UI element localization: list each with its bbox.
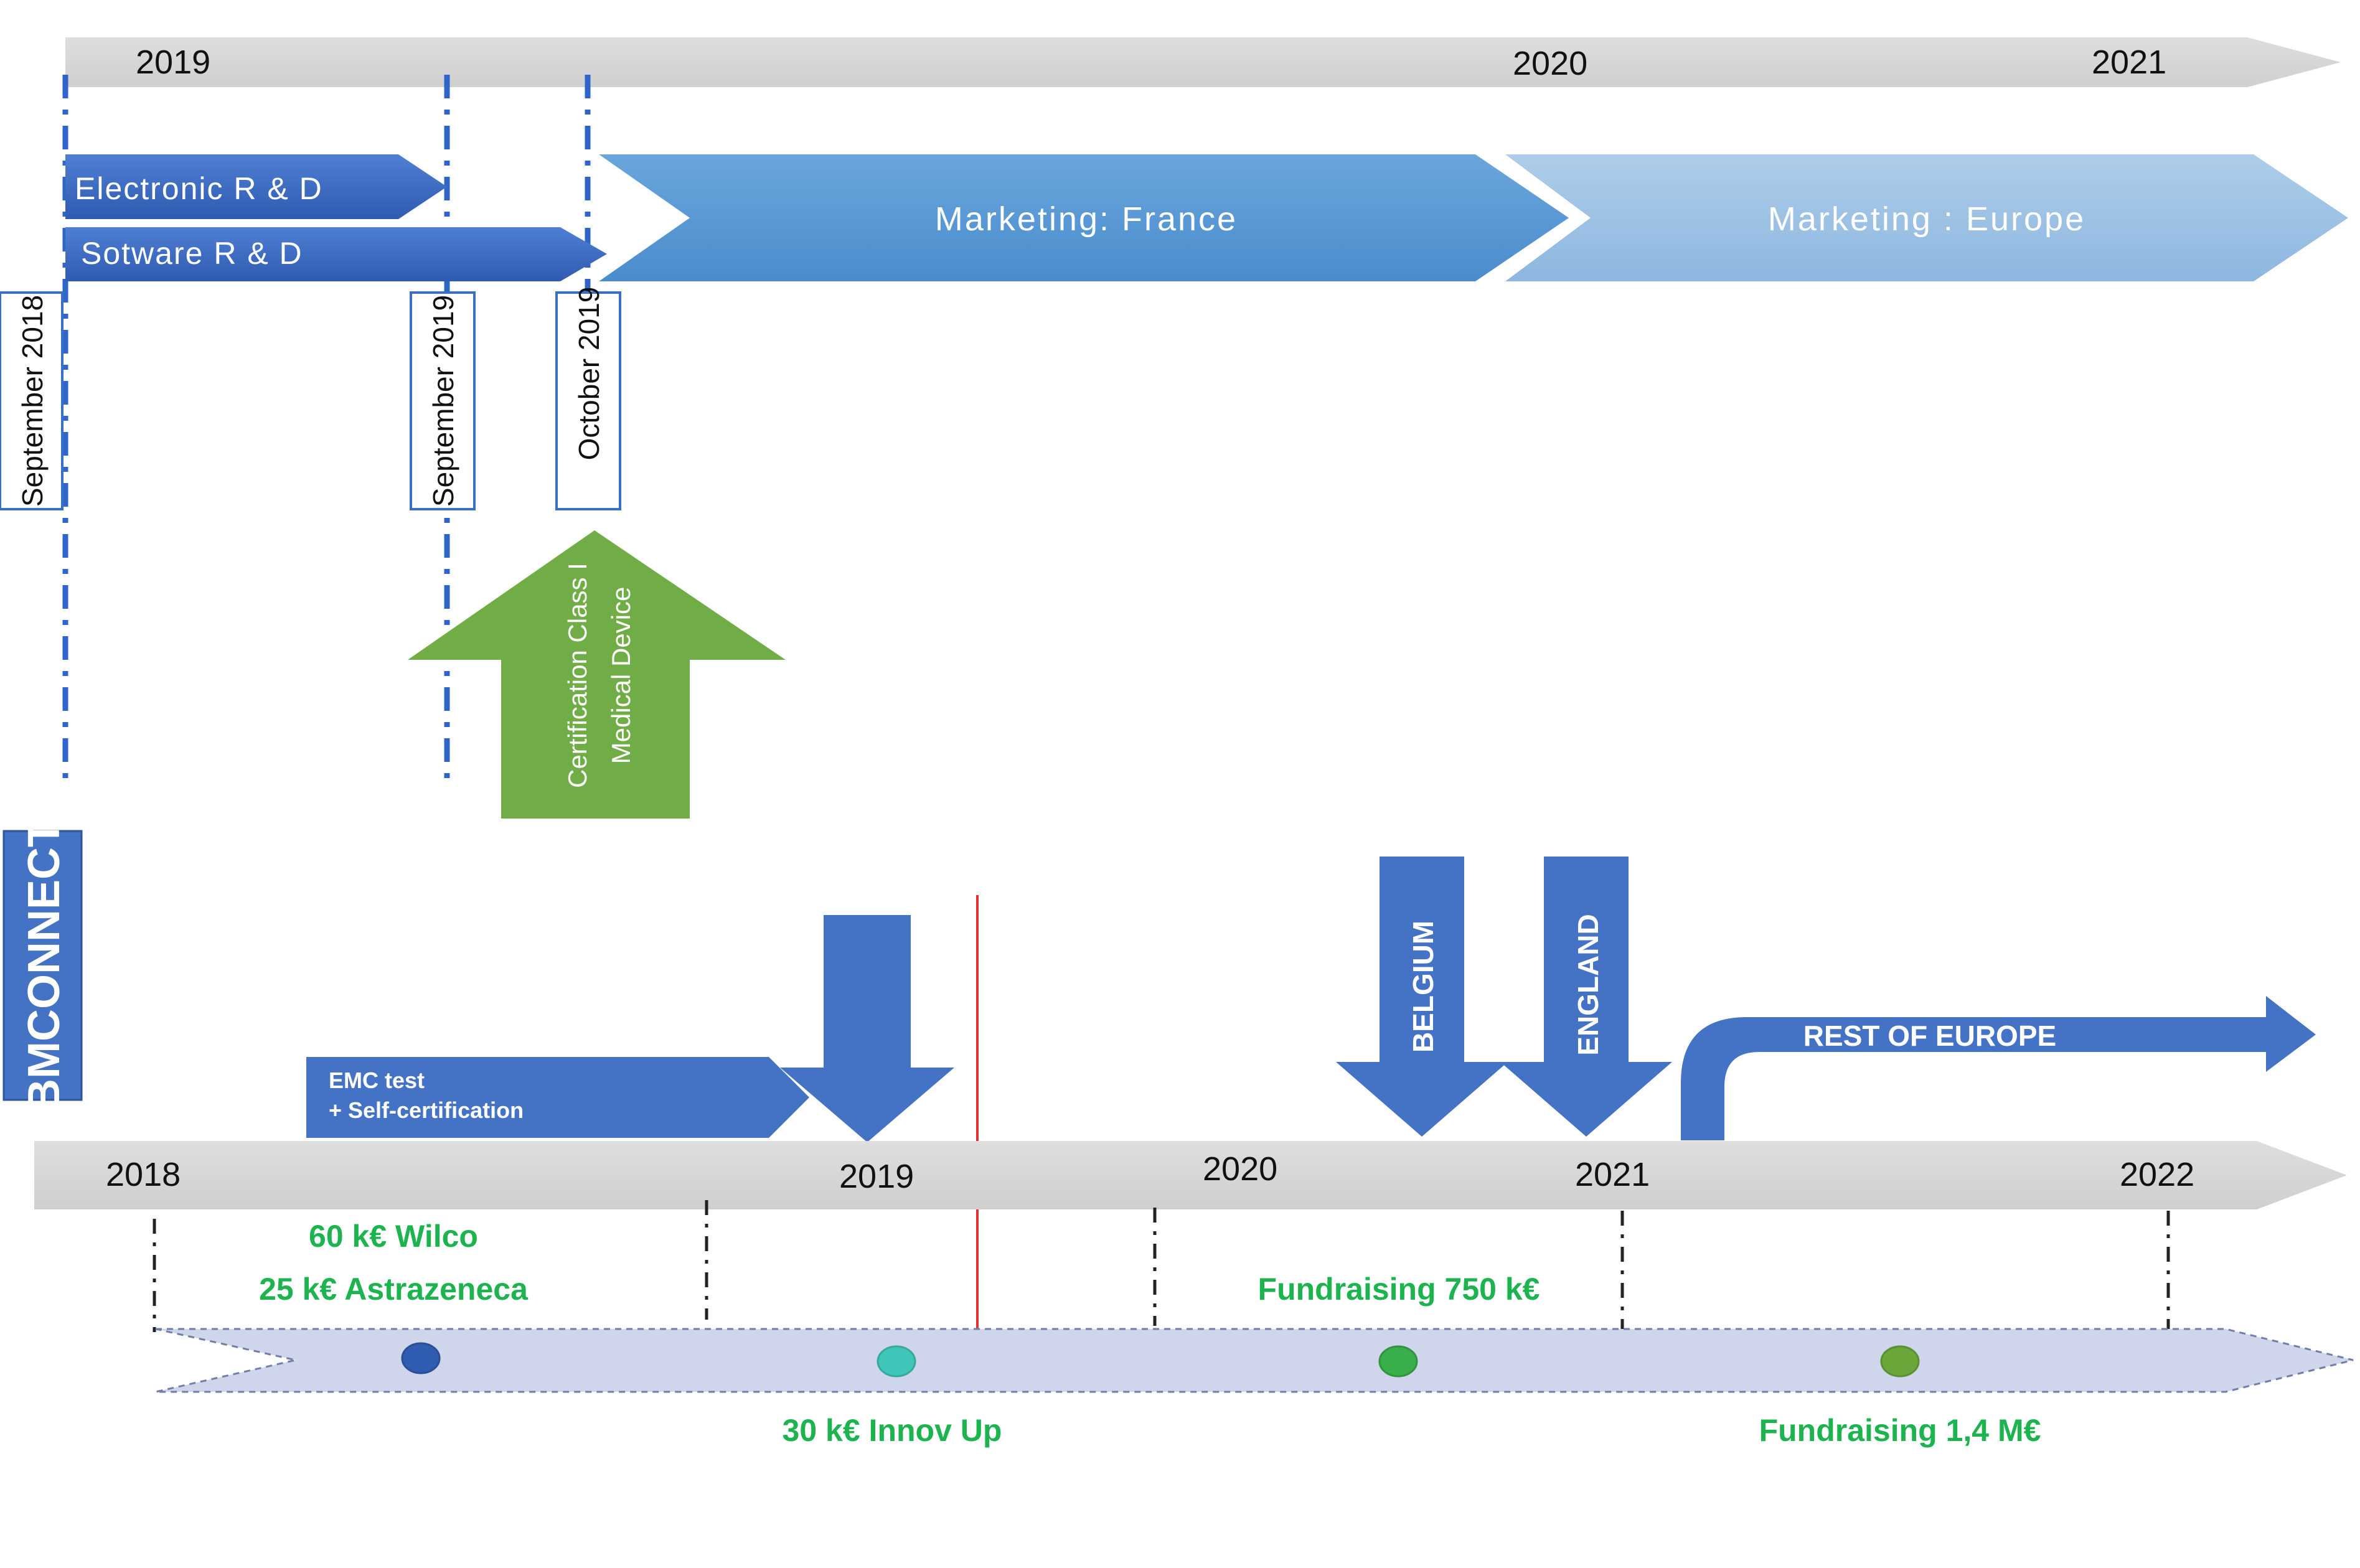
milestone-boxes: September 2018 September 2019 October 20… — [0, 287, 621, 510]
top-year-2020: 2020 — [1513, 45, 1587, 82]
funding-dots — [401, 1342, 1920, 1378]
marketing-france-label: Marketing: France — [935, 200, 1238, 238]
bottom-timeline-bar — [34, 1141, 2347, 1209]
brand-box: BMCONNECT — [2, 820, 83, 1111]
england-label: ENGLAND — [1572, 914, 1604, 1055]
funding-label-wilco: 60 k€ Wilco — [309, 1219, 478, 1254]
bottom-year-2020: 2020 — [1203, 1150, 1277, 1188]
certification-label-line2: Medical Device — [606, 587, 636, 764]
england-arrow — [1500, 857, 1672, 1137]
emc-label-line1: EMC test — [329, 1068, 425, 1093]
funding-label-astrazeneca: 25 k€ Astrazeneca — [259, 1272, 529, 1307]
bottom-year-2019: 2019 — [839, 1158, 914, 1195]
top-year-2021: 2021 — [2092, 44, 2166, 81]
year-ticks — [153, 1200, 2170, 1332]
funding-dot-wilco — [401, 1342, 441, 1374]
funding-dot-750k — [1378, 1345, 1418, 1378]
funding-band — [155, 1328, 2354, 1393]
country-arrows: BELGIUM ENGLAND REST OF EUROPE — [1336, 857, 2316, 1140]
milestone-label-sep-2018: September 2018 — [16, 295, 49, 507]
funding-label-innovup: 30 k€ Innov Up — [783, 1413, 1002, 1448]
milestone-box-sep-2019 — [410, 291, 476, 510]
phase-arrows: Electronic R & D Sotware R & D Marketing… — [65, 154, 2348, 281]
electronic-rd-label: Electronic R & D — [75, 171, 323, 206]
funding-label-14m: Fundraising 1,4 M€ — [1759, 1413, 2041, 1448]
brand-name: BMCONNECT — [19, 820, 69, 1111]
emc-label-line2: + Self-certification — [329, 1097, 524, 1123]
software-rd-arrow — [65, 227, 607, 281]
belgium-arrow — [1336, 857, 1508, 1137]
rest-of-europe-arrow — [1681, 996, 2316, 1140]
milestone-label-sep-2019: September 2019 — [427, 295, 459, 507]
brand-box-shape — [2, 830, 83, 1101]
bottom-year-2018: 2018 — [106, 1156, 181, 1193]
emc-arrow-shape — [306, 1057, 809, 1138]
funding-labels: 60 k€ Wilco 25 k€ Astrazeneca 30 k€ Inno… — [259, 1219, 2041, 1448]
electronic-rd-arrow — [65, 154, 447, 219]
bottom-year-2021: 2021 — [1575, 1156, 1650, 1193]
certification-label-line1: Certification Class I — [563, 563, 592, 788]
belgium-label: BELGIUM — [1407, 921, 1439, 1053]
top-timeline: 2019 2020 2021 — [65, 37, 2341, 87]
marketing-france-arrow — [599, 154, 1569, 281]
milestone-box-sep-2018 — [0, 291, 63, 510]
funding-dot-14m — [1880, 1345, 1920, 1378]
funding-dot-innovup — [877, 1345, 916, 1378]
bottom-timeline: 2018 2019 2020 2021 2022 — [34, 1141, 2347, 1209]
certification-arrow: Certification Class I Medical Device — [408, 530, 786, 819]
top-timeline-bar — [65, 37, 2341, 87]
bottom-year-2022: 2022 — [2120, 1156, 2194, 1193]
milestone-box-oct-2019 — [555, 291, 621, 510]
marketing-europe-arrow — [1505, 154, 2348, 281]
emc-arrow: EMC test + Self-certification — [306, 1057, 809, 1138]
marketing-europe-label: Marketing : Europe — [1768, 200, 2085, 238]
top-year-2019: 2019 — [136, 44, 210, 81]
milestone-label-oct-2019: October 2019 — [573, 287, 605, 461]
funding-label-750k: Fundraising 750 k€ — [1258, 1272, 1540, 1307]
certification-arrow-shape — [408, 530, 786, 819]
down-arrow-2019 — [780, 915, 954, 1142]
software-rd-label: Sotware R & D — [81, 236, 303, 271]
rest-of-europe-label: REST OF EUROPE — [1803, 1020, 2056, 1052]
